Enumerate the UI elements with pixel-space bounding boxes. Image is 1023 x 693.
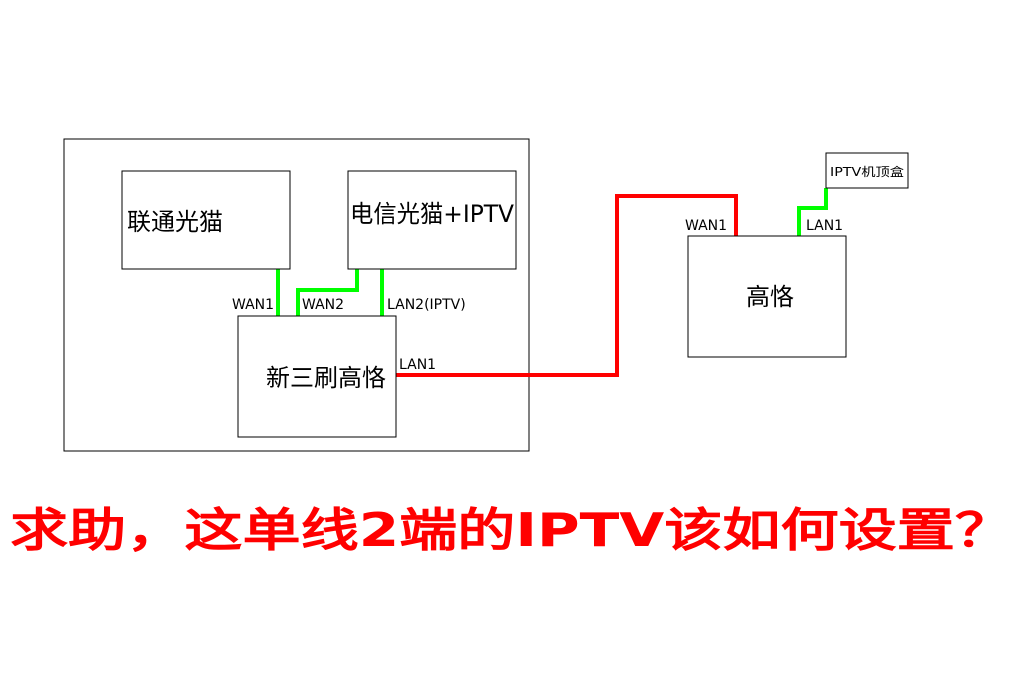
main-router-label: 新三刷高恪 [266,364,386,392]
telecom-modem-label: 电信光猫+IPTV [350,200,515,228]
link-lan1-remote-wan1 [396,194,738,377]
link-remote-lan1-iptv [797,188,828,236]
link-telecom-wan2 [296,269,359,316]
iptv-box-label: IPTV机顶盒 [830,164,904,179]
main-lan2-label: LAN2(IPTV) [387,297,466,313]
remote-router-box [687,235,847,358]
main-wan2-label: WAN2 [302,297,344,313]
main-lan1-label: LAN1 [399,357,436,373]
main-router-box [237,315,397,438]
telecom-modem-box [347,170,517,270]
remote-lan1-label: LAN1 [806,218,843,234]
unicom-modem-label: 联通光猫 [127,208,223,236]
main-wan1-label: WAN1 [232,297,274,313]
remote-router-label: 高恪 [746,283,794,311]
question-text: 求助，这单线2端的IPTV该如何设置？ [10,503,1013,557]
unicom-modem-box [121,170,291,270]
remote-wan1-label: WAN1 [685,218,727,234]
iptv-box [825,152,909,189]
